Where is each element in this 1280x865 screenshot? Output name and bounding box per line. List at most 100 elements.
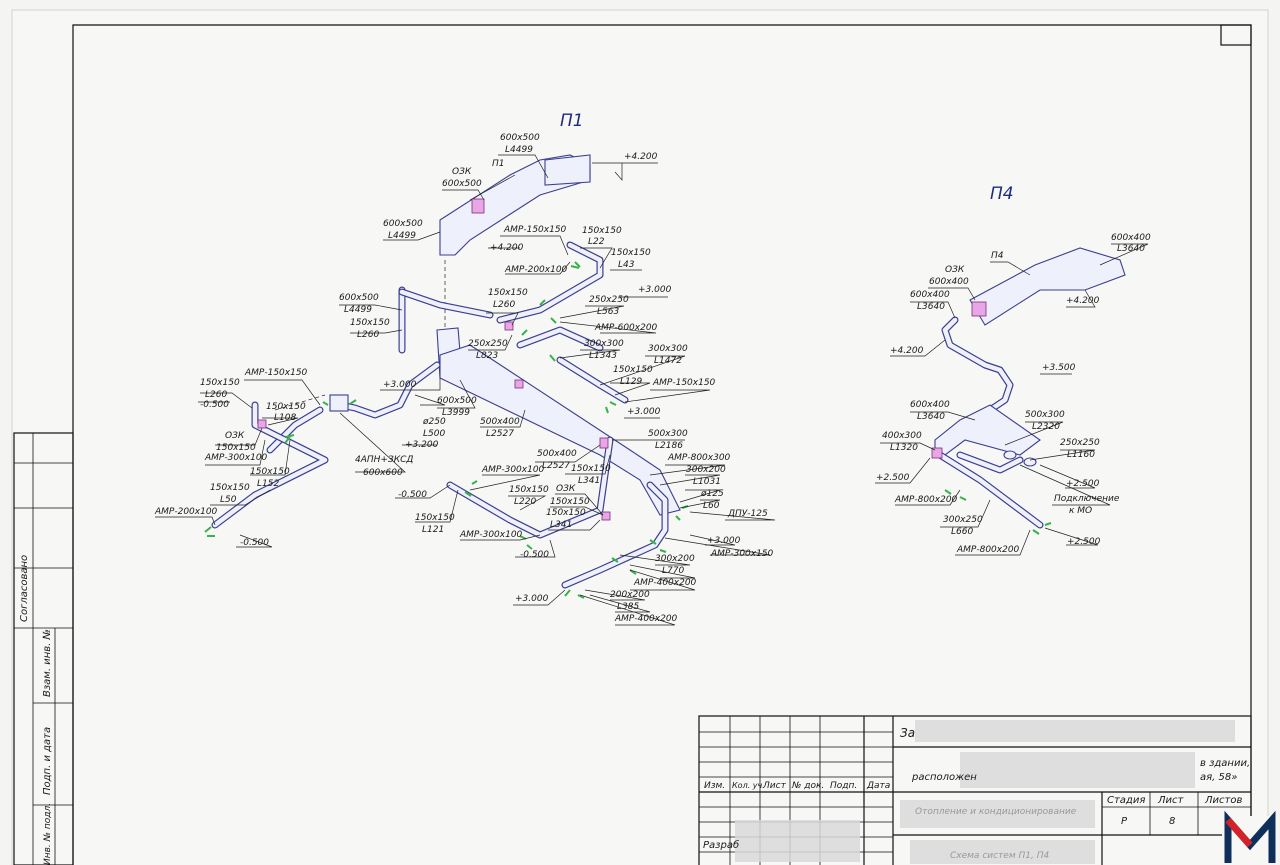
label: 4АПН+ЗКСД [355, 455, 413, 465]
project-line-3: расположен [911, 772, 977, 783]
label: АМР-300х100 [481, 465, 545, 475]
label: АМР-400х200 [614, 614, 678, 624]
label: 600х600 [363, 468, 403, 478]
label: L260 [493, 300, 515, 310]
label: П1 [492, 159, 505, 169]
label: L4499 [505, 145, 533, 155]
p4-ductwork [931, 247, 1126, 529]
label: L22 [588, 237, 605, 247]
corner-box [1220, 24, 1252, 46]
label: 150х150 [350, 318, 390, 328]
stage-value: Р [1121, 816, 1128, 827]
label: 600х500 [383, 219, 423, 229]
label: 150х150 [250, 467, 290, 477]
developer-label: Разраб [703, 839, 739, 851]
label: ДПУ-125 [727, 509, 768, 519]
label: 300х250 [943, 515, 983, 525]
label: L3640 [917, 412, 945, 422]
label: L341 [578, 476, 600, 486]
label: 500х400 [480, 417, 520, 427]
label: 600х500 [500, 133, 540, 143]
label: L43 [618, 260, 635, 270]
sign-date-label: Подп. и дата [42, 727, 53, 795]
hdr-kol: Кол. уч. [732, 781, 765, 790]
hdr-doc: № док. [791, 781, 824, 791]
label: 250х250 [1060, 438, 1100, 448]
label: АМР-150х150 [244, 368, 308, 378]
label: L341 [550, 520, 572, 530]
p4-main-duct [934, 404, 1041, 456]
label: L563 [597, 307, 619, 317]
label: 150х150 [488, 288, 528, 298]
label: +3.000 [383, 380, 417, 390]
label: 150х150 [210, 483, 250, 493]
p1-main-duct [439, 344, 681, 516]
label: АМР-300х100 [204, 453, 268, 463]
label: L108 [274, 413, 296, 423]
label: 600х400 [929, 277, 969, 287]
section-name: Отопление и кондиционирование [915, 807, 1077, 817]
label: 300х200 [686, 465, 726, 475]
label: ОЗК [225, 431, 245, 441]
p1-leaders [155, 154, 776, 626]
sheet-label: Лист [1157, 795, 1185, 806]
label: ОЗК [452, 167, 472, 177]
label: L385 [617, 602, 639, 612]
p1-fire-damper [471, 198, 485, 214]
p1-unit-4apn [329, 394, 349, 412]
label: 150х150 [415, 513, 455, 523]
label: +3.000 [515, 594, 549, 604]
label: L3640 [1117, 244, 1145, 254]
label: АМР-800х200 [894, 495, 958, 505]
label: 150х150 [200, 378, 240, 388]
label: 600х500 [442, 179, 482, 189]
label: к МО [1069, 506, 1092, 516]
label: 600х500 [339, 293, 379, 303]
blurred-section [900, 800, 1095, 828]
label: ø125 [700, 489, 724, 499]
label: 400х300 [882, 431, 922, 441]
label: L260 [205, 390, 227, 400]
label: L2527 [486, 429, 514, 439]
label: -0.500 [398, 490, 427, 500]
label: ø250 [422, 417, 446, 427]
p4-fire-damper [971, 301, 987, 317]
label: 600х400 [1111, 233, 1151, 243]
label: +3.500 [1042, 363, 1076, 373]
company-logo [1222, 810, 1278, 865]
label: L3999 [442, 408, 470, 418]
label: +4.200 [890, 346, 924, 356]
label: -0.500 [240, 538, 269, 548]
hdr-date: Дата [866, 781, 890, 791]
label: 150х150 [550, 497, 590, 507]
label: L1343 [589, 351, 617, 361]
p4-leaders [875, 243, 1149, 556]
label: L4499 [344, 305, 372, 315]
label: +2.500 [876, 473, 910, 483]
label: 600х400 [910, 400, 950, 410]
label: АМР-200х100 [154, 507, 218, 517]
blurred-drawing-name [910, 840, 1095, 864]
label: ОЗК [945, 265, 965, 275]
label: П4 [991, 251, 1004, 261]
label: 150х150 [571, 464, 611, 474]
inv-replace-label: Взам. инв. № [42, 629, 53, 697]
agreed-label: Согласовано [19, 555, 30, 622]
label: 150х150 [613, 365, 653, 375]
label: 300х300 [648, 344, 688, 354]
label: L220 [514, 497, 536, 507]
label: L770 [662, 566, 684, 576]
title-block: Изм. Кол. уч. Лист № док. Подп. Дата Раз… [698, 715, 1252, 865]
hdr-sign: Подп. [830, 781, 857, 791]
label: 150х150 [611, 248, 651, 258]
label: 250х250 [589, 295, 629, 305]
system-title-p1: П1 [560, 111, 584, 131]
label: 150х150 [266, 402, 306, 412]
hdr-list: Лист [762, 781, 787, 791]
label: АМР-150х150 [503, 225, 567, 235]
label: +2.500 [1066, 479, 1100, 489]
label: АМР-800х300 [667, 453, 731, 463]
label: 500х400 [537, 449, 577, 459]
p1-annotations: 600х500 L4499 ОЗК 600х500 П1 +4.200 600х… [154, 133, 774, 624]
blurred-project-name [915, 720, 1235, 742]
